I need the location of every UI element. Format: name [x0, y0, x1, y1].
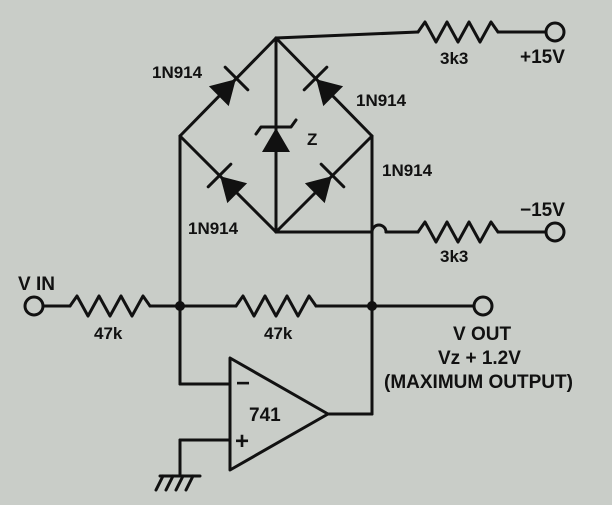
- ground-symbol: [154, 474, 202, 492]
- diode-top-left: [208, 65, 250, 107]
- output-line: [370, 295, 494, 317]
- label-supply-positive: +15V: [520, 47, 565, 68]
- label-resistor-bottom: 3k3: [440, 247, 468, 266]
- label-vout: V OUT: [453, 324, 511, 345]
- diode-top-right: [302, 65, 344, 107]
- positive-supply-branch: [274, 20, 566, 44]
- label-vin: V IN: [18, 274, 55, 295]
- zener-diode: [254, 118, 298, 152]
- opamp-741: [178, 304, 374, 478]
- label-diode-bottom-right: 1N914: [382, 161, 433, 180]
- label-supply-negative: −15V: [520, 200, 565, 221]
- label-output-limit: (MAXIMUM OUTPUT): [384, 372, 573, 393]
- label-opamp-inverting: −: [236, 370, 250, 397]
- feedback-line: [178, 294, 374, 318]
- label-diode-bottom-left: 1N914: [188, 219, 239, 238]
- label-zener: Z: [307, 130, 317, 149]
- input-line: [23, 294, 182, 318]
- label-diode-top-right: 1N914: [356, 91, 407, 110]
- diode-bottom-right: [304, 162, 346, 204]
- label-resistor-feedback: 47k: [264, 324, 293, 343]
- label-resistor-input: 47k: [94, 324, 123, 343]
- label-output-formula: Vz + 1.2V: [438, 348, 521, 369]
- label-opamp-noninverting: +: [235, 428, 249, 455]
- diode-bottom-left: [206, 162, 248, 204]
- bridge-drop-wires: [178, 134, 374, 308]
- label-resistor-top: 3k3: [440, 49, 468, 68]
- label-opamp-part: 741: [249, 405, 281, 426]
- negative-supply-branch: [274, 220, 566, 244]
- label-diode-top-left: 1N914: [152, 63, 203, 82]
